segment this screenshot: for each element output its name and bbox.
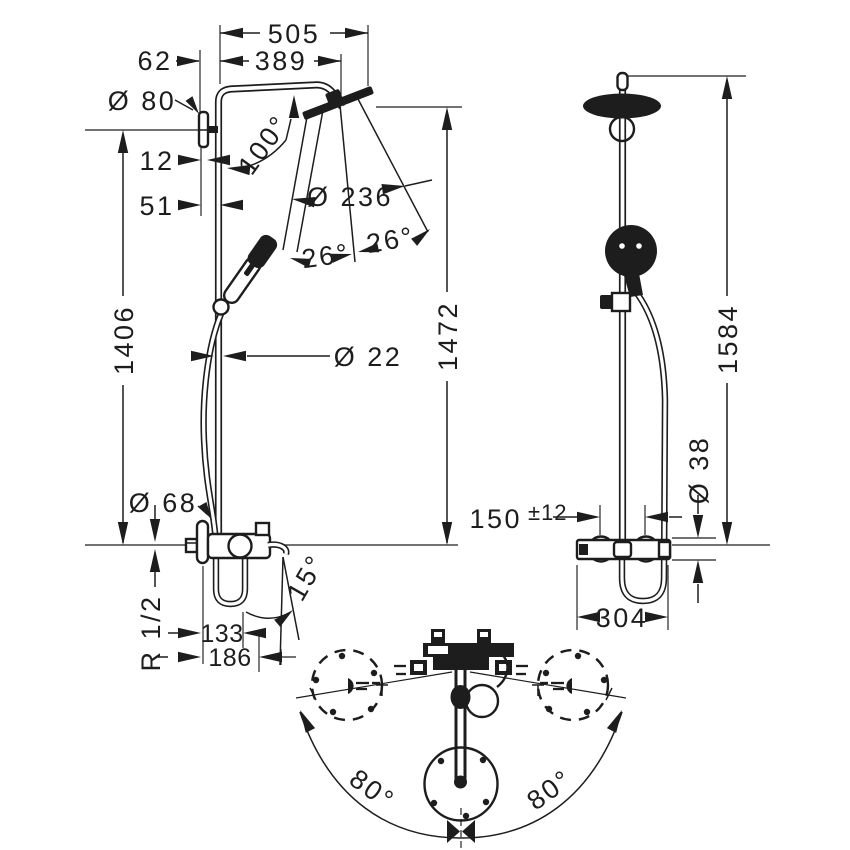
dim-d68: Ø 68	[129, 488, 216, 523]
dim-1472: 1472	[433, 107, 463, 545]
tub-spout	[267, 541, 290, 556]
dim-1406: 1406	[109, 130, 139, 545]
thermostat-end-left	[579, 544, 588, 555]
wall-bracket	[197, 110, 218, 149]
dim-51: 51	[139, 191, 243, 221]
bath-mixer	[149, 505, 290, 587]
slider-holder	[212, 298, 230, 316]
swivel-position-left	[310, 648, 388, 722]
mixer-body	[206, 532, 272, 560]
angle-26-pair: 26° 26°	[288, 221, 434, 274]
centerline-symbol	[447, 808, 475, 848]
dim-d236: Ø 236	[291, 179, 433, 212]
angle-100: 100°	[226, 95, 300, 180]
dim-d80: Ø 80	[108, 86, 203, 117]
overhead-shower-disc	[583, 93, 661, 119]
thermostat-mixer	[575, 535, 672, 563]
swivel-axis-right	[469, 671, 627, 699]
dim-1584-label: 1584	[713, 304, 743, 374]
dim-62: 62	[137, 46, 200, 76]
dim-304-label: 304	[596, 603, 649, 633]
angle-15-label: 15°	[281, 549, 331, 606]
dim-d80-label: Ø 80	[108, 86, 177, 116]
overhead-shower-head	[302, 86, 374, 120]
dim-1406-label: 1406	[109, 305, 139, 375]
dim-133-label: 133	[200, 620, 243, 648]
dim-389-label: 389	[255, 46, 308, 76]
supply-connection	[184, 537, 199, 554]
angle-80-right-label: 80°	[521, 763, 578, 816]
hand-shower	[222, 234, 278, 305]
hose-loop	[464, 683, 500, 719]
thermostat-end-right	[657, 540, 672, 559]
dim-1472-label: 1472	[433, 301, 463, 371]
right-view: 1584 150 ±12 Ø 38 304	[469, 71, 770, 633]
dim-186-label: 186	[208, 644, 251, 672]
swing-arc	[295, 707, 627, 839]
dim-d68-label: Ø 68	[129, 488, 198, 518]
dim-d38-label: Ø 38	[684, 436, 714, 505]
dim-186: 186	[158, 644, 282, 672]
thermostat-knob	[612, 540, 633, 559]
spray-cone-lines	[282, 98, 429, 263]
axis-end-marker	[266, 649, 296, 665]
wall-escutcheon	[195, 519, 210, 565]
hand-shower-right	[605, 225, 657, 297]
dim-505-label: 505	[268, 19, 321, 49]
dim-389: 389	[220, 46, 341, 76]
dim-d22: Ø 22	[191, 342, 403, 372]
riser-pipe-and-arm	[214, 81, 346, 545]
pipe-nut	[450, 685, 471, 709]
angle-100-label: 100°	[232, 109, 295, 180]
hose-curl	[489, 648, 509, 688]
thread-size-label: R 1/2	[136, 594, 166, 671]
mixer-handle	[254, 521, 271, 537]
shower-hose-right	[618, 290, 669, 605]
dim-304: 304	[577, 603, 668, 633]
dim-d38: Ø 38	[684, 436, 714, 603]
dim-12-label: 12	[139, 146, 174, 176]
swivel-position-right	[532, 648, 610, 722]
axis-tick-right	[605, 687, 613, 701]
shower-hook	[600, 291, 632, 313]
plan-view: 80° 80°	[266, 629, 627, 848]
swivel-axis-left	[295, 671, 453, 699]
plan-thermostat-assembly	[394, 629, 528, 780]
dim-133: 133	[168, 620, 266, 648]
dim-62-label: 62	[137, 46, 172, 76]
mixer-knob	[227, 533, 253, 559]
dim-505: 505	[220, 19, 368, 49]
pipe-top-cap	[616, 71, 629, 92]
dim-150-tolerance-label: ±12	[528, 500, 568, 525]
angle-80-left-label: 80°	[344, 763, 401, 816]
dim-150: 150 ±12	[469, 500, 682, 534]
angle-26-right-label: 26°	[364, 221, 417, 259]
dim-1584: 1584	[713, 76, 743, 545]
dim-12: 12	[139, 146, 230, 176]
left-view: 505 389 62 Ø 80 12	[85, 19, 463, 672]
dim-d22-label: Ø 22	[334, 342, 403, 372]
dim-150-label: 150	[469, 504, 522, 534]
dim-d236-label: Ø 236	[307, 182, 393, 212]
dim-51-label: 51	[139, 191, 174, 221]
